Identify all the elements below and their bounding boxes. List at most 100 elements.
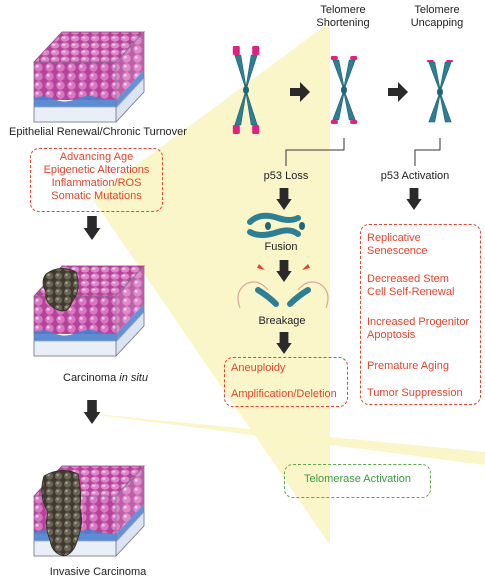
arrow-down-icon xyxy=(83,216,101,240)
tissue-block-invasive xyxy=(33,464,145,558)
outcome-line: Tumor Suppression xyxy=(367,387,463,399)
fused-chromosome xyxy=(247,212,305,238)
broken-fragment xyxy=(255,287,279,307)
outcome-line: Increased Progenitor xyxy=(367,316,470,328)
p53-loss-label: p53 Loss xyxy=(263,170,309,182)
activation-outcome: Increased Progenitor Apoptosis xyxy=(367,316,469,342)
fused-arm xyxy=(247,227,301,238)
pull-arrow-icon xyxy=(302,264,310,270)
chromatid-arm xyxy=(332,59,345,91)
telomere-cap xyxy=(252,46,260,55)
arrow-right-icon xyxy=(388,82,408,102)
tissue-outline xyxy=(33,464,145,557)
motion-arc xyxy=(297,281,329,309)
outcome-line: Premature Aging xyxy=(367,360,449,372)
outcome-line: Senescence xyxy=(367,245,428,257)
stage-label-cis: Carcinoma in situ xyxy=(63,372,148,384)
chromosome-uncapped xyxy=(426,60,454,123)
telomere-uncapping-label: Telomere Uncapping xyxy=(411,4,464,30)
centromere xyxy=(265,222,271,230)
centromere xyxy=(299,222,305,230)
factor-item: Advancing Age xyxy=(59,151,134,163)
tissue-outline xyxy=(33,30,145,123)
tissue-side-basement xyxy=(116,70,144,108)
connector-line xyxy=(285,138,345,166)
factors-box xyxy=(30,148,163,212)
tissue-side-basement xyxy=(116,304,144,342)
label-line: Telomere xyxy=(414,4,460,16)
arrow-down-icon xyxy=(276,188,292,210)
chromatid-arm xyxy=(332,89,345,121)
chromosome-shortened xyxy=(330,56,358,124)
telomere-cap xyxy=(426,60,434,62)
chromatid-arm xyxy=(439,91,452,123)
activation-outcome: Tumor Suppression xyxy=(367,387,463,400)
telomerase-label: Telomerase Activation xyxy=(304,473,411,485)
tumor-mass-invasive xyxy=(41,470,82,557)
telomere-cap xyxy=(330,120,338,124)
tissue-basement-layer xyxy=(34,95,116,109)
outcome-line: Replicative xyxy=(367,232,421,244)
instability-outcome: Aneuploidy xyxy=(231,362,286,374)
pull-arrow-icon xyxy=(257,264,265,270)
tissue-cell-layer xyxy=(34,296,116,334)
arrow-down-icon xyxy=(276,332,292,354)
tissue-stroma xyxy=(33,340,117,357)
label-line: Uncapping xyxy=(410,17,464,29)
fused-arm xyxy=(247,212,301,225)
activation-outcomes-box xyxy=(360,224,481,405)
chromatid-arm xyxy=(428,91,441,123)
tissue-outline xyxy=(33,264,145,357)
activation-outcome: Replicative Senescence xyxy=(367,232,428,258)
broken-fragment xyxy=(287,287,311,307)
telomere-cap xyxy=(232,125,240,134)
telomere-cap xyxy=(252,125,260,134)
broken-chromosomes xyxy=(237,264,329,309)
fusion-label: Fusion xyxy=(264,241,298,253)
activation-outcome: Decreased Stem Cell Self-Renewal xyxy=(367,273,454,299)
telomere-shortening-label: Telomere Shortening xyxy=(316,4,369,30)
centromere xyxy=(341,86,347,94)
tissue-side-cells xyxy=(116,466,144,534)
telomere-cap xyxy=(330,56,338,60)
activation-outcome: Premature Aging xyxy=(367,360,449,373)
tissue-basement-layer xyxy=(34,329,116,343)
factor-item: Inflammation/ROS xyxy=(51,177,142,189)
arrow-down-icon xyxy=(83,400,101,424)
tissue-side-basement xyxy=(116,504,144,542)
tissue-block-normal xyxy=(33,30,145,124)
instability-outcomes-box xyxy=(224,357,348,407)
telomere-cap xyxy=(232,46,240,55)
chromatid-arm xyxy=(428,61,441,93)
chromatid-arm xyxy=(234,54,247,91)
breakage-label: Breakage xyxy=(258,315,306,327)
arrow-down-icon xyxy=(406,188,422,210)
telomerase-box xyxy=(284,464,431,498)
chromatid-arm xyxy=(343,59,356,91)
label-line: Telomere xyxy=(320,4,366,16)
outcome-line: Decreased Stem xyxy=(367,273,449,285)
outcome-line: Apoptosis xyxy=(367,329,416,341)
motion-arc xyxy=(237,281,269,309)
tissue-block-carcinoma-in-situ xyxy=(33,264,145,358)
centromere xyxy=(243,86,249,94)
telomere-cap xyxy=(350,56,358,60)
highlight-cone-bottom xyxy=(75,412,485,465)
factor-item: Somatic Mutations xyxy=(51,190,142,202)
highlight-cone-top xyxy=(92,22,330,545)
connector-line xyxy=(414,138,441,166)
tissue-side-cells xyxy=(116,266,144,334)
stage-label-renewal: Epithelial Renewal/Chronic Turnover xyxy=(9,126,187,138)
chromosome-normal xyxy=(232,46,260,134)
centromere xyxy=(437,88,443,96)
tissue-side-cells xyxy=(116,32,144,100)
telomere-cap xyxy=(350,120,358,124)
factors-list: Advancing Age Epigenetic Alterations Inf… xyxy=(30,151,163,203)
tissue-cell-layer xyxy=(34,62,116,100)
p53-activation-label: p53 Activation xyxy=(380,170,450,182)
tumor-mass xyxy=(42,268,79,312)
arrow-down-icon xyxy=(276,260,292,282)
outcome-line: Cell Self-Renewal xyxy=(367,286,455,298)
chromatid-arm xyxy=(439,61,452,93)
